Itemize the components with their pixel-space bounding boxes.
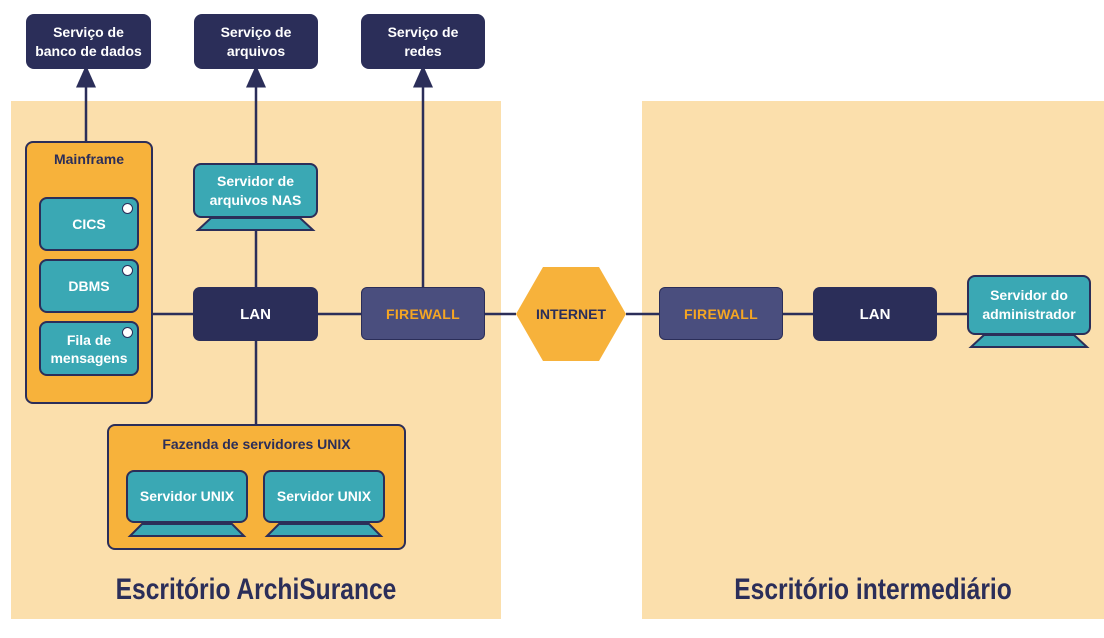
message-queue-component: Fila de mensagens (39, 321, 139, 376)
device-base-icon (127, 523, 247, 537)
unix-server-label-1: Servidor UNIX (126, 470, 248, 523)
internet-node: INTERNET (515, 266, 627, 362)
unix-server-label-2: Servidor UNIX (263, 470, 385, 523)
component-indicator-icon (122, 203, 133, 214)
dbms-label: DBMS (68, 278, 110, 294)
archisurance-office-title: Escritório ArchiSurance (115, 573, 397, 606)
unix-farm-group: Fazenda de servidores UNIX Servidor UNIX… (107, 424, 406, 550)
mainframe-title: Mainframe (53, 151, 125, 167)
intermediary-lan-node: LAN (813, 287, 937, 341)
unix-server-device-1: Servidor UNIX (126, 470, 248, 540)
nas-server-device: Servidor de arquivos NAS (193, 163, 318, 233)
component-indicator-icon (122, 327, 133, 338)
device-base-icon (195, 217, 316, 231)
nas-server-label: Servidor de arquivos NAS (193, 163, 318, 218)
hexagon-shape (516, 267, 626, 361)
device-base-icon (968, 334, 1090, 348)
intermediary-office-title: Escritório intermediário (734, 573, 1012, 606)
cics-label: CICS (72, 216, 106, 232)
archisurance-lan-node: LAN (193, 287, 318, 341)
archisurance-firewall-node: FIREWALL (361, 287, 485, 340)
dbms-component: DBMS (39, 259, 139, 313)
component-indicator-icon (122, 265, 133, 276)
database-service: Serviço de banco de dados (26, 14, 151, 69)
files-service: Serviço de arquivos (194, 14, 318, 69)
network-service: Serviço de redes (361, 14, 485, 69)
device-base-icon (264, 523, 384, 537)
admin-server-label: Servidor do administrador (967, 275, 1091, 335)
admin-server-device: Servidor do administrador (967, 275, 1091, 350)
internet-label: INTERNET (536, 306, 606, 322)
unix-farm-title: Fazenda de servidores UNIX (162, 436, 351, 452)
mainframe-group: Mainframe CICS DBMS Fila de mensagens (25, 141, 153, 404)
intermediary-firewall-node: FIREWALL (659, 287, 783, 340)
cics-component: CICS (39, 197, 139, 251)
message-queue-label: Fila de mensagens (50, 331, 128, 366)
intermediary-office-zone: Escritório intermediário (642, 101, 1104, 619)
unix-server-device-2: Servidor UNIX (263, 470, 385, 540)
